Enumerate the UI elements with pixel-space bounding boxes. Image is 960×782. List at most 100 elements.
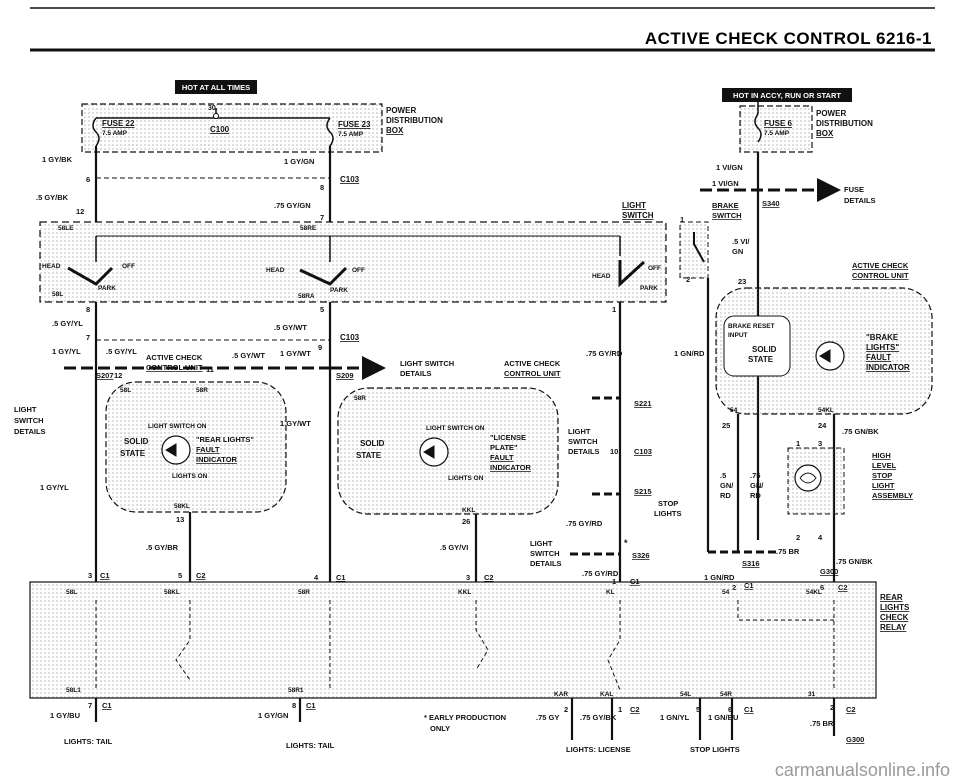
- pin-3b: 3: [466, 573, 470, 582]
- high-stop-bulb-icon: [794, 464, 822, 492]
- pin-1e: 1: [618, 705, 622, 714]
- label-gy-br-5: .5 GY/BR: [146, 543, 179, 552]
- pin-1d: 1: [796, 439, 800, 448]
- switch-head-mid: HEAD: [266, 267, 285, 274]
- splice-s221: S221: [634, 399, 652, 408]
- ack-right-54kl: 54KL: [818, 407, 834, 414]
- splice-s316: S316: [742, 559, 760, 568]
- label-gn-yl-1: 1 GN/YL: [660, 713, 690, 722]
- page-title: ACTIVE CHECK CONTROL 6216-1: [645, 29, 932, 48]
- fuse-6-label: FUSE 6: [764, 119, 793, 128]
- lsd-left-2: SWITCH: [14, 416, 44, 425]
- ack-mid-indicator-4: INDICATOR: [490, 463, 532, 472]
- pin-3a: 3: [88, 571, 92, 580]
- ground-g300-a: G300: [820, 567, 838, 576]
- switch-head-left: HEAD: [42, 263, 61, 270]
- stop-lights-2: LIGHTS: [654, 509, 682, 518]
- connector-c1-f: C1: [306, 701, 316, 710]
- ack-mid-58r: 58R: [354, 395, 366, 402]
- pin-12b: 12: [114, 371, 122, 380]
- label-gy-vi-5: .5 GY/VI: [440, 543, 468, 552]
- power-distribution-box-left: [81, 103, 383, 153]
- pin-8c: 8: [292, 701, 296, 710]
- early-production-1: * EARLY PRODUCTION: [424, 713, 506, 722]
- label-gy-wt-5b: .5 GY/WT: [232, 351, 265, 360]
- fuse-6-amp: 7.5 AMP: [764, 130, 790, 137]
- pin-7: 7: [320, 213, 324, 222]
- switch-off-right: OFF: [648, 265, 661, 272]
- pin-3d: 3: [818, 439, 822, 448]
- ack-left-solid: SOLID: [124, 437, 149, 446]
- ack-left-58kl: 58KL: [174, 503, 190, 510]
- fuse-22-amp: 7.5 AMP: [102, 130, 128, 137]
- switch-off-mid: OFF: [352, 267, 365, 274]
- pin-4a: 4: [314, 573, 319, 582]
- fuse-6-symbol: [754, 113, 762, 143]
- switch-park-right: PARK: [640, 285, 658, 292]
- switch-park-left: PARK: [98, 285, 116, 292]
- rear-lights-check-relay: [29, 581, 877, 699]
- fuse-23-amp: 7.5 AMP: [338, 131, 364, 138]
- label-gy-wt-1b: 1 GY/WT: [280, 419, 311, 428]
- ack-right-title-1: ACTIVE CHECK: [852, 261, 909, 270]
- label-gy-bu-1: 1 GY/BU: [50, 711, 80, 720]
- label-gn-rd-1b: 1 GN/RD: [704, 573, 735, 582]
- ack-left-light-switch-on: LIGHT SWITCH ON: [148, 423, 207, 430]
- relay-54kl: 54KL: [806, 589, 822, 596]
- switch-blade-mid: [299, 266, 348, 286]
- label-gy-yl-5b: .5 GY/YL: [106, 347, 137, 356]
- lsd-mid-3: DETAILS: [568, 447, 600, 456]
- label-vi-gn-5b: GN: [732, 247, 743, 256]
- ack-right-solid: SOLID: [752, 345, 777, 354]
- relay-label-1: REAR: [880, 593, 903, 602]
- ack-left-58l: 58L: [120, 387, 131, 394]
- mid-light-switch-details-1: LIGHT SWITCH: [400, 359, 454, 368]
- label-gn-rd-75: .75: [750, 471, 760, 480]
- pin-6: 6: [86, 175, 90, 184]
- ack-right-indicator-1: "BRAKE: [866, 333, 899, 342]
- pin-8b: 8: [86, 305, 90, 314]
- relay-internal-wiring: [95, 600, 835, 691]
- switch-blade-left: [67, 266, 114, 286]
- pin-23: 23: [738, 277, 746, 286]
- label-gn-rd-5b: GN/: [720, 481, 734, 490]
- pdb-left-label-2: DISTRIBUTION: [386, 116, 443, 125]
- high-stop-2: LEVEL: [872, 461, 897, 470]
- pin-30: 30: [208, 105, 216, 112]
- label-gy-bk: 1 GY/BK: [42, 155, 73, 164]
- pin-7c: 7: [88, 701, 92, 710]
- ground-g300-b: G300: [846, 735, 864, 744]
- label-gy-rd-75: .75 GY/RD: [586, 349, 623, 358]
- label-gn-bk-75b: .75 GN/BK: [836, 557, 873, 566]
- light-switch-details-1: LIGHT: [622, 201, 646, 210]
- pin-5a: 5: [178, 571, 182, 580]
- high-stop-3: STOP: [872, 471, 892, 480]
- switch-off-left: OFF: [122, 263, 135, 270]
- label-gn-rd-5: .5: [720, 471, 726, 480]
- ack-mid-title-1: ACTIVE CHECK: [504, 359, 561, 368]
- ack-left-indicator-3: INDICATOR: [196, 455, 238, 464]
- pin-2d: 2: [796, 533, 800, 542]
- pin-2c: 2: [564, 705, 568, 714]
- pdb-right-label-1: POWER: [816, 109, 846, 118]
- ack-right-indicator-3: FAULT: [866, 353, 891, 362]
- ack-left-state: STATE: [120, 449, 146, 458]
- pin-2-brake: 2: [686, 275, 690, 284]
- watermark: carmanualsonline.info: [775, 760, 950, 780]
- fuse-22-symbol: [92, 117, 100, 147]
- relay-label-3: CHECK: [880, 613, 909, 622]
- mid-light-switch-details-2: DETAILS: [400, 369, 432, 378]
- splice-s209: S209: [336, 371, 354, 380]
- connector-c1-g: C1: [744, 705, 754, 714]
- connector-c1-b: C1: [336, 573, 346, 582]
- lights-tail-mid: LIGHTS: TAIL: [286, 741, 335, 750]
- relay-31: 31: [808, 691, 816, 698]
- label-gy-rd-75b: .75 GY/RD: [566, 519, 603, 528]
- splice-s340: S340: [762, 199, 780, 208]
- relay-58kl: 58KL: [164, 589, 180, 596]
- relay-58l: 58L: [66, 589, 77, 596]
- switch-blade-right: [618, 260, 646, 288]
- hot-in-accy-text: HOT IN ACCY, RUN OR START: [733, 91, 841, 100]
- pin-10: 10: [610, 447, 618, 456]
- lsd-left-1: LIGHT: [14, 405, 37, 414]
